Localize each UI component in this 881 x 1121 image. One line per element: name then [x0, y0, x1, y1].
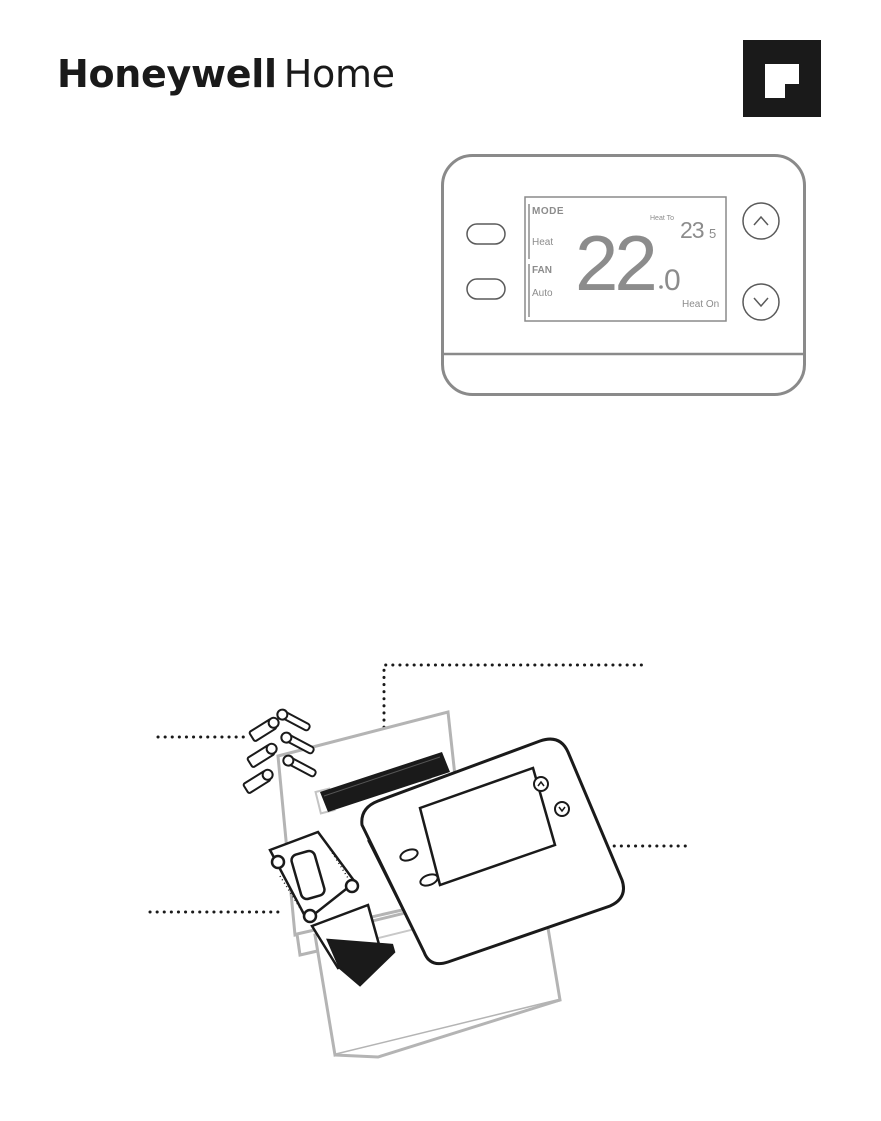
setpoint-decimal: 5 [709, 226, 716, 241]
fan-label: FAN [532, 265, 552, 276]
brand-name-bold: Honeywell [57, 52, 277, 96]
resideo-logo-icon [743, 40, 821, 117]
mode-label: MODE [532, 206, 564, 217]
setpoint-main: 23 [680, 217, 704, 243]
mode-value: Heat [532, 237, 553, 248]
mode-button[interactable] [467, 224, 505, 244]
fan-button[interactable] [467, 279, 505, 299]
thermostat-front-view: MODE Heat FAN Auto Heat To 23 5 22 0 Hea… [441, 154, 806, 396]
temp-down-button[interactable] [743, 284, 779, 320]
installation-illustration [148, 660, 708, 1060]
temp-up-button[interactable] [743, 203, 779, 239]
heat-status: Heat On [682, 299, 719, 310]
fan-value: Auto [532, 288, 553, 299]
current-temp-main: 22 [575, 219, 654, 307]
brand-name-light: Home [284, 52, 395, 96]
current-temp-decimal: 0 [664, 264, 681, 297]
